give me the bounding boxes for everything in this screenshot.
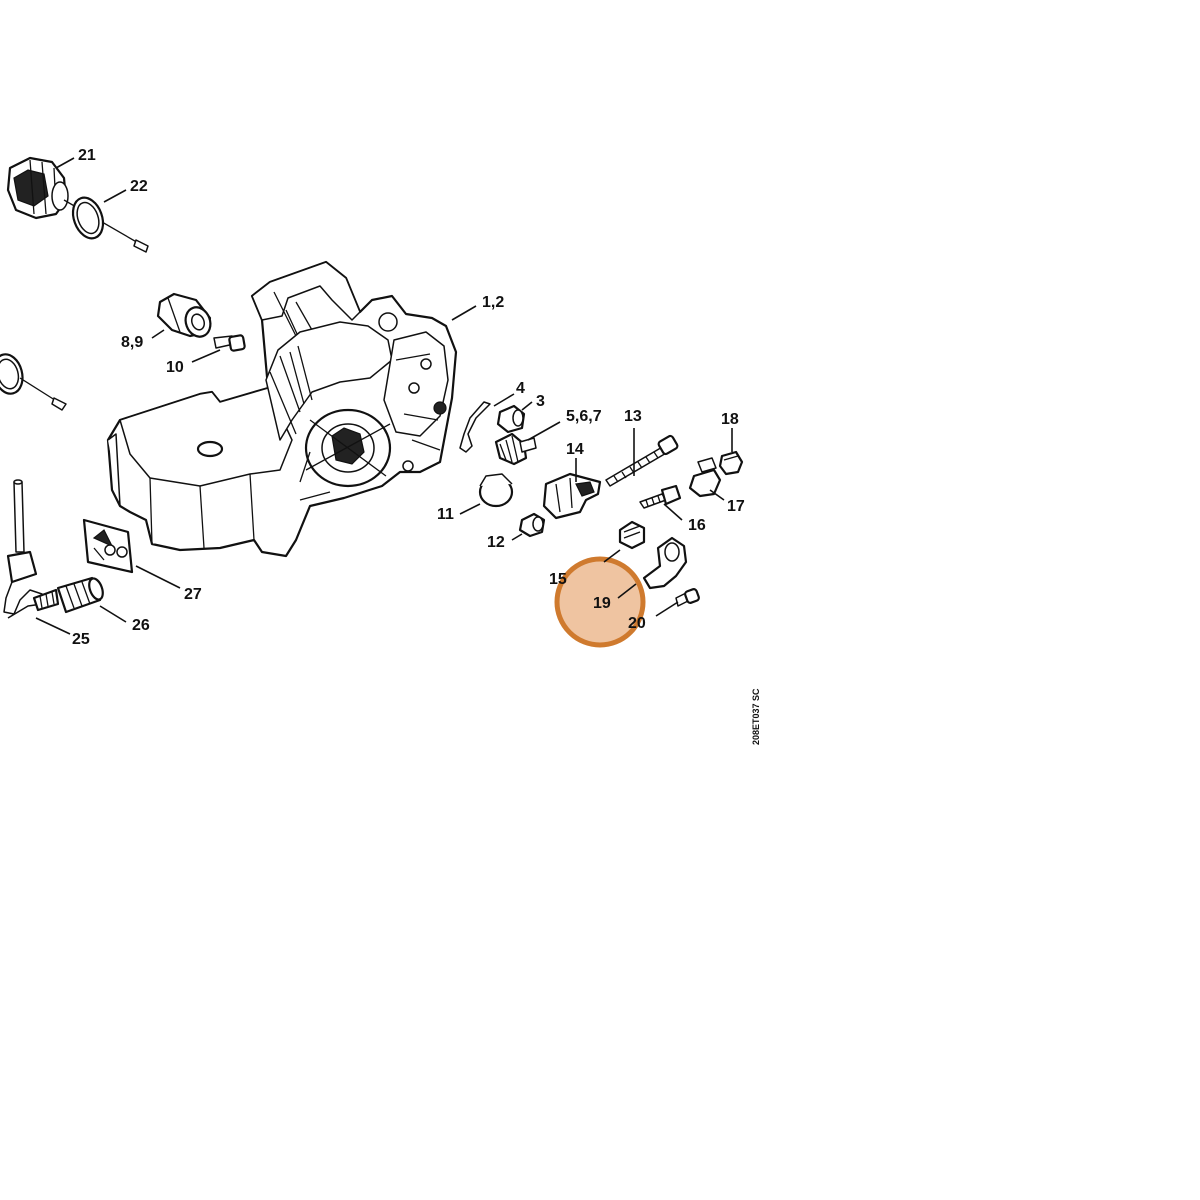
callout-19: 19 [593, 595, 611, 612]
part-26-filter [56, 576, 104, 614]
callout-13: 13 [624, 408, 642, 425]
leader-lines [35, 157, 733, 635]
callout-26: 26 [132, 617, 150, 634]
callout-21: 21 [78, 147, 96, 164]
part-13-rod [605, 434, 679, 487]
callout-5-6-7: 5,6,7 [566, 408, 602, 425]
callout-16: 16 [688, 517, 706, 534]
part-14-tensioner [542, 472, 602, 520]
part-10-screw [213, 334, 246, 352]
part-1-2-crankcase [106, 260, 458, 558]
part-18-nut [718, 450, 744, 476]
callout-17: 17 [727, 498, 745, 515]
part-19-chain-catcher [642, 536, 688, 590]
part-21-oil-pump [6, 156, 149, 253]
callout-27: 27 [184, 586, 202, 603]
callouts: 21 22 1,2 4 3 5,6,7 13 18 8,9 10 14 17 1… [72, 147, 745, 648]
callout-10: 10 [166, 359, 184, 376]
part-15-screw [618, 520, 646, 550]
part-8-9-buffer [156, 292, 212, 338]
callout-11: 11 [437, 506, 454, 523]
callout-22: 22 [130, 178, 148, 195]
part-12-screw [518, 512, 546, 538]
callout-20: 20 [628, 615, 646, 632]
part-4-spring [459, 401, 491, 453]
callout-18: 18 [721, 411, 739, 428]
callout-15: 15 [549, 571, 567, 588]
callout-1-2: 1,2 [482, 294, 504, 311]
part-25-hose [3, 479, 60, 619]
part-27-label [82, 518, 134, 574]
callout-8-9: 8,9 [121, 334, 143, 351]
drawing-reference: 208ET037 SC [751, 688, 761, 745]
callout-25: 25 [72, 631, 90, 648]
callout-4: 4 [516, 380, 525, 397]
callout-14: 14 [566, 441, 584, 458]
part-16-bolt [639, 484, 682, 509]
part-3-sleeve [496, 404, 526, 434]
callout-3: 3 [536, 393, 545, 410]
callout-12: 12 [487, 534, 505, 551]
highlight-circle [554, 556, 646, 648]
part-17-plate [688, 457, 722, 498]
part-20-screw [675, 588, 700, 607]
part-22-o-ring [71, 196, 105, 240]
part-5-6-7-screw [494, 432, 537, 466]
part-o-ring-left [0, 353, 67, 411]
part-11-cap [478, 473, 514, 508]
